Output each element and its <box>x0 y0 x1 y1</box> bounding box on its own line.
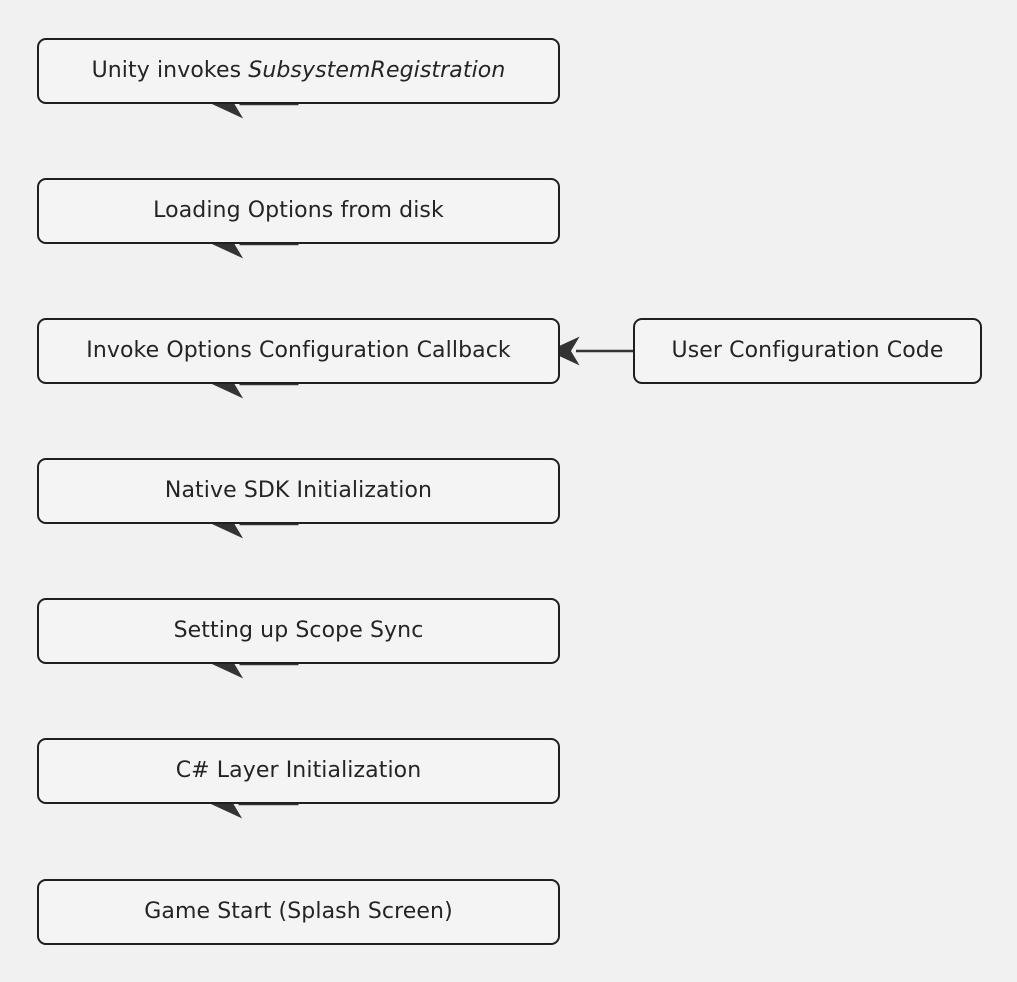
node-csharp-layer-init[interactable]: C# Layer Initialization <box>37 738 560 804</box>
node-subsystem-registration[interactable]: Unity invokes SubsystemRegistration <box>37 38 560 104</box>
node-label-prefix: Unity invokes <box>91 58 249 83</box>
node-game-start[interactable]: Game Start (Splash Screen) <box>37 879 560 945</box>
node-label: C# Layer Initialization <box>175 758 422 783</box>
node-user-configuration-code[interactable]: User Configuration Code <box>633 318 982 384</box>
node-label: User Configuration Code <box>671 338 944 363</box>
node-invoke-options-callback[interactable]: Invoke Options Configuration Callback <box>37 318 560 384</box>
node-label-emphasis: SubsystemRegistration <box>248 58 506 83</box>
node-label: Setting up Scope Sync <box>173 618 424 643</box>
node-loading-options[interactable]: Loading Options from disk <box>37 178 560 244</box>
node-native-sdk-init[interactable]: Native SDK Initialization <box>37 458 560 524</box>
node-label: Game Start (Splash Screen) <box>144 899 453 924</box>
node-label: Unity invokes SubsystemRegistration <box>92 60 506 82</box>
node-label: Native SDK Initialization <box>164 478 433 503</box>
node-label: Invoke Options Configuration Callback <box>86 338 511 363</box>
node-label: Loading Options from disk <box>153 198 444 223</box>
node-scope-sync[interactable]: Setting up Scope Sync <box>37 598 560 664</box>
